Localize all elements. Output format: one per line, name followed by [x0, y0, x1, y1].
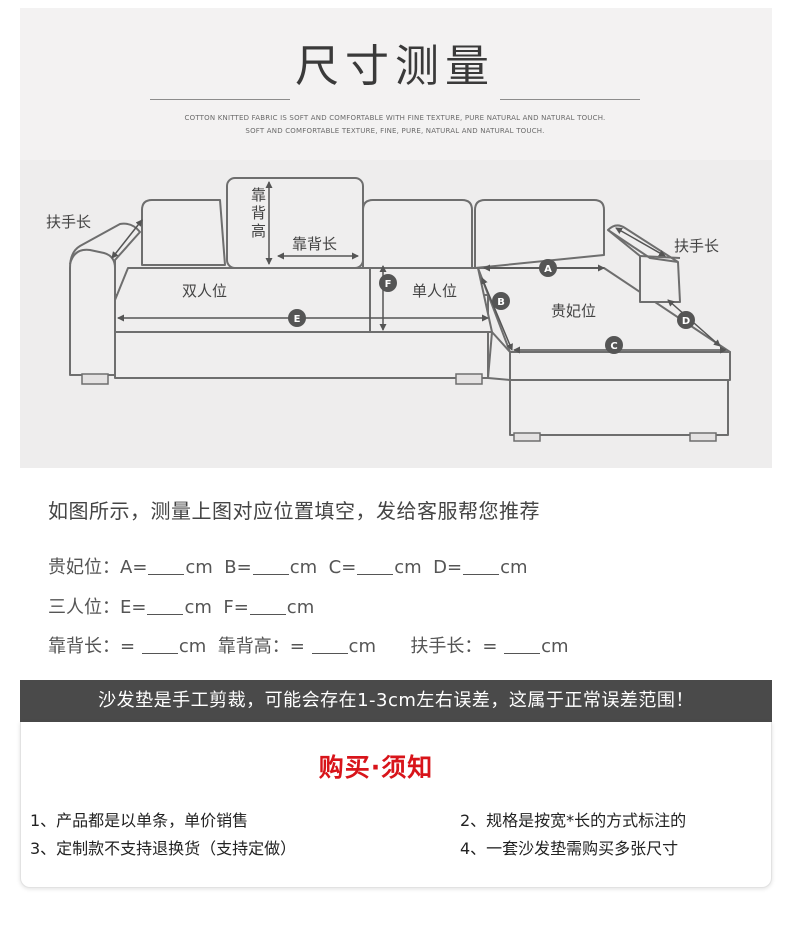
- subtitle-line-1: COTTON KNITTED FABRIC IS SOFT AND COMFOR…: [184, 114, 606, 122]
- unit-label: cm: [394, 557, 422, 578]
- foot-2: [455, 373, 483, 385]
- back-height-form-label: 靠背高：: [217, 636, 290, 657]
- notice-item-4: 4、一套沙发垫需购买多张尺寸: [460, 839, 679, 858]
- armrest-blank: [504, 637, 541, 654]
- back-height-label-1: 靠: [251, 186, 266, 204]
- unit-label: cm: [184, 597, 212, 618]
- back-length-label: 靠背长: [292, 235, 337, 253]
- c-blank: [357, 558, 394, 575]
- notice-item-1: 1、产品都是以单条，单价销售: [30, 811, 249, 830]
- badge-d: [677, 311, 695, 329]
- backrest-cushion-3: [474, 199, 605, 269]
- three-seat-form-label: 三人位：: [48, 597, 120, 618]
- badge-e: [288, 309, 306, 327]
- badge-c: [605, 336, 623, 354]
- title-divider-left: [150, 99, 290, 100]
- f-blank: [249, 598, 286, 615]
- back-length-blank: [141, 637, 178, 654]
- instruction-text: 如图所示，测量上图对应位置填空，发给客服帮您推荐: [48, 499, 540, 523]
- chaise-base: [509, 377, 729, 436]
- form-row-back-arm: 靠背长：= cm 靠背高：= cm 扶手长：= cm: [48, 632, 569, 658]
- back-height-cushion: [226, 177, 364, 269]
- notice-item-3: 3、定制款不支持退换货（支持定做）: [30, 839, 297, 858]
- badge-a-text: A: [544, 264, 552, 275]
- foot-4: [689, 432, 717, 442]
- unit-label: cm: [286, 597, 315, 618]
- badge-b-text: B: [497, 297, 505, 308]
- a-prefix: A=: [120, 557, 148, 578]
- back-length-form-label: 靠背长：: [48, 636, 120, 657]
- back-height-blank: [311, 637, 348, 654]
- backrest-cushion-2: [362, 199, 473, 271]
- unit-label: cm: [348, 636, 376, 657]
- badge-a: [539, 259, 557, 277]
- unit-label: cm: [541, 636, 569, 657]
- e-blank: [147, 598, 184, 615]
- back-height-label-3: 高: [251, 222, 266, 240]
- badge-d-text: D: [682, 316, 690, 327]
- f-prefix: F=: [223, 597, 249, 618]
- notice-item-2: 2、规格是按宽*长的方式标注的: [460, 811, 687, 830]
- single-seat-label: 单人位: [412, 282, 457, 300]
- sofa-diagram: A B C D E F 扶手长 扶手长 靠 背 高 靠背长 双人位 单人位 贵妃…: [46, 177, 731, 442]
- e-prefix: E=: [120, 597, 147, 618]
- badge-f-text: F: [385, 279, 392, 290]
- badge-f: [379, 274, 397, 292]
- left-armrest-arrow: [111, 219, 143, 259]
- d-blank: [463, 558, 500, 575]
- equals-sign: =: [289, 636, 305, 657]
- chaise-front: [509, 351, 731, 381]
- badge-c-text: C: [610, 341, 617, 352]
- unit-label: cm: [289, 557, 318, 578]
- backrest-cushion-1: [141, 199, 226, 266]
- d-prefix: D=: [433, 557, 463, 578]
- purchase-notice-box: [20, 722, 772, 888]
- header-band: [20, 8, 772, 160]
- chaise-label: 贵妃位: [551, 302, 596, 320]
- armrest-form-label: 扶手长：: [410, 636, 483, 657]
- double-seat-label: 双人位: [182, 282, 227, 300]
- right-armrest-arrow: [615, 227, 666, 257]
- left-armrest-label: 扶手长: [46, 213, 91, 231]
- page-title: 尺寸测量: [295, 41, 495, 92]
- foot-1: [81, 373, 109, 385]
- unit-label: cm: [185, 557, 213, 578]
- error-notice-banner: 沙发垫是手工剪裁，可能会存在1-3cm左右误差，这属于正常误差范围！: [20, 680, 772, 722]
- equals-sign: =: [482, 636, 498, 657]
- b-prefix: B=: [224, 557, 252, 578]
- form-row-chaise: 贵妃位：A= cm B= cm C= cm D= cm: [48, 553, 528, 579]
- back-height-label-2: 背: [251, 204, 266, 222]
- subtitle-line-2: SOFT AND COMFORTABLE TEXTURE, FINE, PURE…: [245, 127, 545, 135]
- title-divider-right: [500, 99, 640, 100]
- unit-label: cm: [500, 557, 528, 578]
- dimension-b-arrow: [481, 277, 513, 351]
- foot-3: [513, 432, 541, 442]
- badge-e-text: E: [294, 314, 301, 325]
- badge-b: [492, 292, 510, 310]
- b-blank: [252, 558, 289, 575]
- a-blank: [148, 558, 185, 575]
- left-armrest-top: [69, 248, 116, 269]
- double-seat-cushion: [114, 267, 371, 333]
- chaise-form-label: 贵妃位：: [48, 557, 120, 578]
- unit-label: cm: [178, 636, 207, 657]
- chaise-seat: [477, 267, 731, 353]
- c-prefix: C=: [328, 557, 357, 578]
- right-armrest-label: 扶手长: [674, 237, 719, 255]
- equals-sign: =: [120, 636, 136, 657]
- form-row-three-seat: 三人位：E= cm F= cm: [48, 593, 314, 619]
- purchase-notice-title: 购买·须知: [318, 753, 434, 782]
